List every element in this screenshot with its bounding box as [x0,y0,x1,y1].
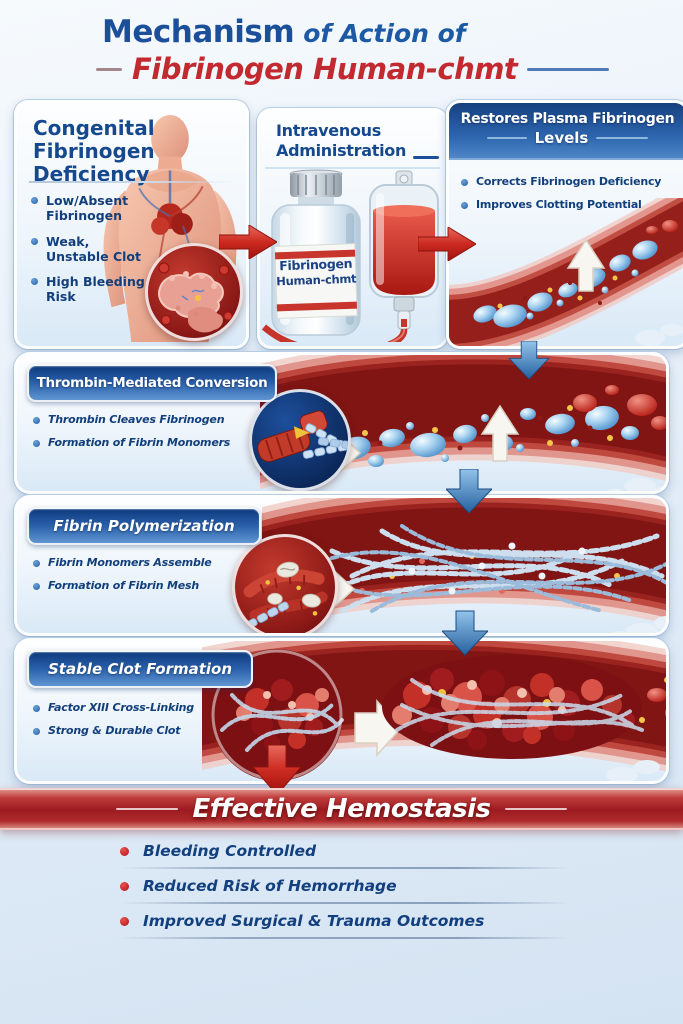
restores-panel: Restores Plasma Fibrinogen Levels Correc… [446,100,683,349]
weak-clot-inset [145,243,243,341]
bullet-dot [461,202,468,209]
list-item: Strong & Durable Clot [33,724,194,737]
bullet-dot [33,560,40,567]
list-item: Reduced Risk of Hemorrhage [120,873,570,899]
product-name: Fibrinogen Human-chmt [132,52,518,86]
title-suffix: of Action of [303,19,466,48]
list-item: Improves Clotting Potential [461,198,661,211]
restores-header: Restores Plasma Fibrinogen Levels [449,103,683,160]
flow-arrow-down-icon [446,469,492,513]
title-line2: Fibrinogen Human-chmt [96,52,683,86]
polymerization-panel: Fibrin Polymerization Fibrin Monomers As… [14,495,669,636]
restores-title-line2-row: Levels [449,129,683,147]
page-title: Mechanism of Action of Fibrinogen Human-… [0,14,683,86]
list-item: Factor XIII Cross-Linking [33,701,194,714]
bullet-dot [31,278,38,285]
polymerization-bullet-list: Fibrin Monomers Assemble Formation of Fi… [33,556,212,602]
bullet-dot [33,417,40,424]
header-dash-right [596,137,649,139]
bullet-dot [120,881,129,891]
divider [120,867,570,869]
list-item: Formation of Fibrin Monomers [33,436,230,449]
flow-arrow-down-icon [253,745,301,795]
title-dash-left [96,67,122,71]
banner-title: Effective Hemostasis [192,794,491,824]
bullet-dot [31,237,38,245]
title-line1: Mechanism of Action of [102,14,683,50]
flow-arrow-down-icon [508,341,550,379]
bullet-dot [120,916,129,926]
vial-and-iv-bag-illustration [261,169,439,342]
bullet-dot [461,179,468,186]
stable-clot-illustration [202,641,666,781]
list-item: Improved Surgical & Trauma Outcomes [120,908,570,934]
bullet-dot [33,583,40,590]
list-item: Formation of Fibrin Mesh [33,579,211,592]
list-item: Bleeding Controlled [120,838,570,864]
bullet-dot [33,728,40,735]
hemostasis-banner: Effective Hemostasis [0,788,683,830]
bullet-dot [33,440,40,447]
stable-clot-panel: Stable Clot Formation Factor XIII Cross-… [14,638,669,784]
polymerization-header: Fibrin Polymerization [27,507,261,545]
bullet-dot [33,705,40,712]
stable-clot-bullet-list: Factor XIII Cross-Linking Strong & Durab… [33,701,194,747]
stabilization-arrow-icon [354,699,403,757]
thrombin-inset [249,389,351,491]
bullet-dot [31,197,38,204]
uptake-arrow-icon [480,404,520,462]
header-dash-left [486,137,527,139]
list-item: Low/Absent Fibrinogen [31,193,153,224]
polymerization-inset [232,534,338,633]
restores-title-line2: Levels [534,129,589,147]
flow-arrow-right-icon [219,225,277,259]
title-prefix: Mechanism [102,14,295,50]
stable-clot-header: Stable Clot Formation [27,650,253,688]
restores-bullet-list: Corrects Fibrinogen Deficiency Improves … [461,175,661,221]
flow-arrow-down-icon [442,610,488,656]
administration-panel: Intravenous Administration [257,108,448,349]
outcomes-list: Bleeding Controlled Reduced Risk of Hemo… [120,838,570,943]
list-item: Thrombin Cleaves Fibrinogen [33,413,230,426]
list-item: Corrects Fibrinogen Deficiency [461,175,661,188]
deficiency-title: Congenital Fibrinogen Deficiency [33,116,155,186]
blood-vessel-illustration [449,198,683,346]
weak-clot-illustration [158,262,233,333]
divider [29,181,234,183]
thrombin-bullet-list: Thrombin Cleaves Fibrinogen Formation of… [33,413,230,459]
divider [265,167,440,169]
deficiency-bullet-list: Low/Absent Fibrinogen Weak, Unstable Clo… [31,193,153,315]
title-dash-right [527,67,610,71]
flow-arrow-right-icon [418,227,476,261]
deficiency-panel: Congenital Fibrinogen Deficiency Low/Abs… [14,100,249,349]
vial-label-line2: Human-chmt [276,271,357,289]
list-item: Fibrin Monomers Assemble [33,556,212,569]
banner-dash-right [504,808,567,810]
banner-dash-left [116,808,179,810]
thrombin-header: Thrombin-Mediated Conversion [27,364,277,402]
thrombin-cleavage-illustration [257,410,348,462]
restores-title-line1: Restores Plasma Fibrinogen [460,111,675,127]
list-item: High Bleeding Risk [31,274,153,305]
vial-label: Fibrinogen Human-chmt [275,256,356,290]
title-dash [413,156,439,159]
bullet-dot [120,846,129,856]
list-item: Weak, Unstable Clot [31,234,153,265]
divider [120,902,570,904]
administration-title: Intravenous Administration [276,121,407,160]
divider [120,937,570,939]
uptake-arrow-icon [566,238,606,292]
fibrin-strand-illustration [243,561,328,629]
thrombin-panel: Thrombin-Mediated Conversion Thrombin Cl… [14,352,669,494]
